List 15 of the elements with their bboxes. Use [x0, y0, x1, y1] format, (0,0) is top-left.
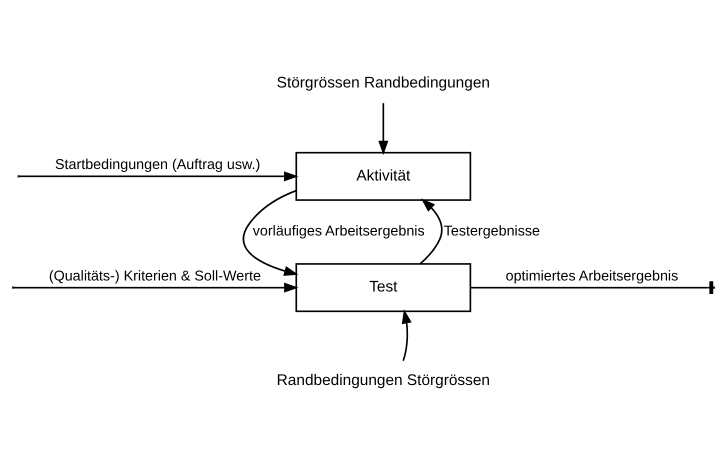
arrow	[402, 309, 412, 361]
edge-label: (Qualitäts-) Kriterien & Soll-Werte	[48, 268, 261, 284]
node-box: Aktivität	[295, 152, 472, 201]
arrow	[19, 171, 298, 182]
edge-label: Testergebnisse	[444, 224, 540, 240]
arrow	[420, 198, 443, 264]
edge-label: optimiertes Arbeitsergebnis	[506, 268, 678, 284]
node-text: Störgrössen Randbedingungen	[276, 74, 490, 92]
arrow	[378, 103, 388, 156]
edge-label: Startbedingungen (Auftrag usw.)	[55, 157, 260, 174]
edge-label: vorläufiges Arbeitsergebnis	[252, 224, 425, 240]
arrow	[14, 282, 298, 293]
node-box: Test	[295, 263, 472, 312]
node-text: Randbedingungen Störgrössen	[276, 372, 490, 389]
arrow	[242, 190, 298, 276]
